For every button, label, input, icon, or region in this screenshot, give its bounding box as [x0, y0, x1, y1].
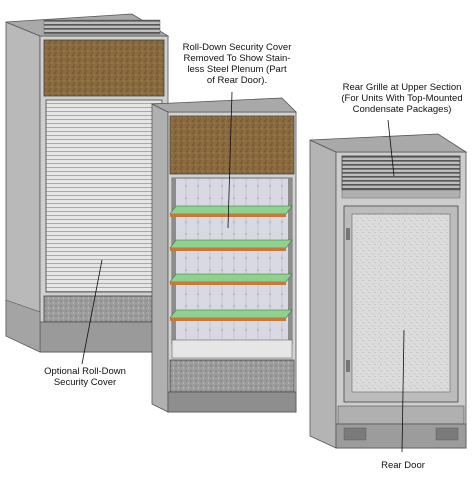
cabinet-center [150, 97, 297, 413]
cabinet-left [5, 13, 170, 353]
cabinet-center-wood-panel [169, 115, 295, 175]
callout-roll-down-removed: Roll-Down Security Cover Removed To Show… [182, 42, 292, 86]
door-hinge-top [346, 228, 350, 240]
shelf-1 [169, 205, 293, 217]
cabinet-right-side [309, 139, 337, 449]
leader-lines [81, 91, 405, 453]
callout-rear-door: Rear Door [381, 460, 425, 471]
door-hinge-bottom [346, 360, 350, 372]
cabinet-right [309, 133, 468, 449]
cabinet-left-top-grille [43, 19, 161, 35]
cabinet-left-wood-panel [43, 39, 165, 97]
cabinet-center-top [150, 97, 297, 113]
shelf-2 [169, 239, 293, 251]
rear-grille [341, 155, 461, 191]
cabinet-right-top [309, 133, 468, 153]
leader-rear-door [401, 329, 405, 453]
cabinet-center-base [167, 391, 297, 413]
leader-optional-cover [81, 259, 103, 365]
shelf-4 [169, 309, 293, 321]
cabinet-left-kick-panel [43, 295, 165, 323]
callout-optional-cover: Optional Roll-Down Security Cover [44, 366, 126, 388]
cabinet-right-kick-panel [337, 405, 465, 425]
callout-rear-grille: Rear Grille at Upper Section (For Units … [341, 82, 463, 115]
shelf-3 [169, 273, 293, 285]
rear-door-panel [351, 213, 451, 393]
cabinet-center-deck [171, 339, 293, 359]
leader-roll-down-removed [227, 91, 233, 229]
cabinet-center-kick-panel [169, 359, 295, 393]
cabinet-center-side [151, 103, 169, 413]
roll-down-security-cover [45, 99, 163, 293]
leader-rear-grille [387, 119, 395, 177]
cabinet-left-base [39, 321, 169, 353]
